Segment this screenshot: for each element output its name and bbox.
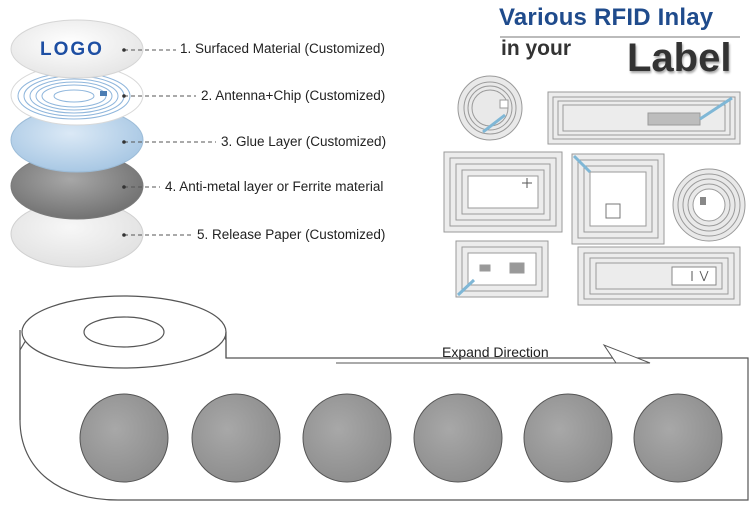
roll-core: [83, 316, 165, 348]
subtitle-in-your: in your: [501, 37, 572, 60]
layer-label-release: 5. Release Paper (Customized): [197, 227, 386, 242]
inlay-rect-small: [455, 240, 549, 298]
page-title: Various RFID Inlay: [499, 4, 714, 31]
label-disc: [79, 393, 169, 483]
label-disc: [191, 393, 281, 483]
subtitle-label: Label: [627, 36, 732, 80]
label-roll: [19, 295, 749, 501]
leader-lines: [124, 49, 216, 236]
expand-direction-label: Expand Direction: [442, 344, 549, 360]
layer-label-glue: 3. Glue Layer (Customized): [221, 134, 387, 149]
surfaced-material-layer: [10, 19, 144, 79]
inlay-rect-bottom: [577, 246, 741, 306]
inlay-rect-vertical: [571, 153, 665, 245]
inlay-rect-wide: [547, 91, 741, 145]
label-disc: [633, 393, 723, 483]
expand-direction-arrow: [336, 343, 651, 364]
layer-label-surfaced: 1. Surfaced Material (Customized): [180, 41, 385, 56]
layer-label-ferrite: 4. Anti-metal layer or Ferrite material: [165, 179, 384, 194]
label-disc: [302, 393, 392, 483]
logo-text: LOGO: [40, 39, 104, 60]
leader-dots: [122, 48, 126, 237]
label-disc: [413, 393, 503, 483]
inlay-round-right: [672, 168, 746, 242]
label-disc: [523, 393, 613, 483]
layer-stack: [10, 19, 144, 268]
layer-label-antenna: 2. Antenna+Chip (Customized): [201, 88, 386, 103]
inlay-rect-left: [443, 151, 563, 233]
inlay-samples: [443, 75, 746, 306]
inlay-round-small: [457, 75, 523, 141]
